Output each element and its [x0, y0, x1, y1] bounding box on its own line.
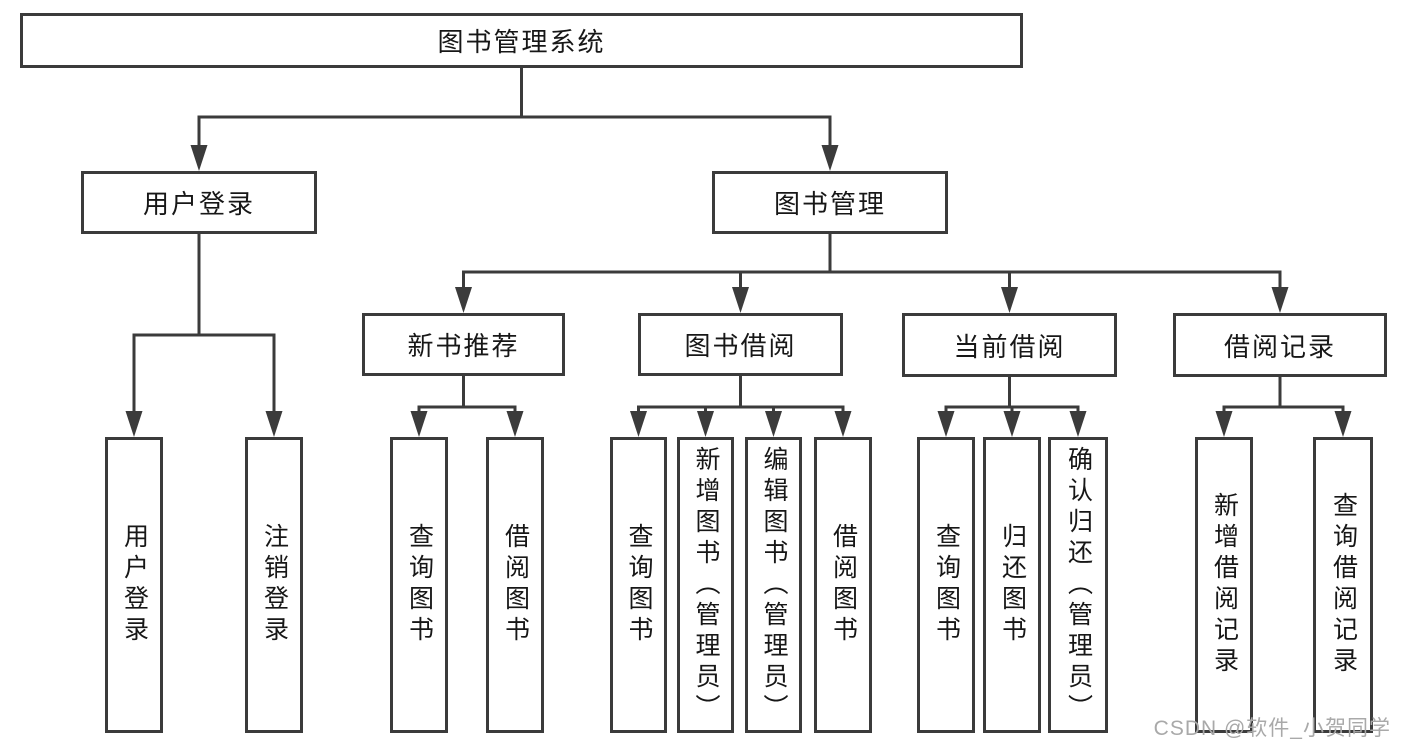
node-leaf-confirm-return: 确认归还（管理员）	[1048, 437, 1108, 733]
node-label: 查询图书	[405, 523, 434, 647]
node-label: 借阅图书	[829, 523, 858, 647]
node-label: 查询图书	[932, 523, 961, 647]
node-leaf-search-book-3: 查询图书	[917, 437, 975, 733]
arrowhead-down-icon	[1271, 287, 1289, 313]
node-label: 确认归还（管理员）	[1064, 445, 1093, 725]
node-label: 图书借阅	[684, 331, 797, 361]
node-leaf-add-record: 新增借阅记录	[1195, 437, 1253, 733]
node-leaf-search-book-1: 查询图书	[390, 437, 448, 733]
node-system-root: 图书管理系统	[20, 13, 1023, 68]
node-leaf-user-login: 用户登录	[105, 437, 163, 733]
node-leaf-logout: 注销登录	[245, 437, 303, 733]
arrowhead-down-icon	[937, 411, 955, 437]
arrowhead-down-icon	[1069, 411, 1087, 437]
node-leaf-edit-book: 编辑图书（管理员）	[745, 437, 802, 733]
edge-current-borrow	[937, 377, 1087, 437]
node-user-login: 用户登录	[81, 171, 317, 234]
arrowhead-down-icon	[732, 287, 749, 313]
node-leaf-search-record: 查询借阅记录	[1313, 437, 1373, 733]
node-leaf-search-book-2: 查询图书	[610, 437, 667, 733]
node-label: 当前借阅	[953, 331, 1066, 362]
arrowhead-down-icon	[765, 411, 782, 437]
node-borrow-records: 借阅记录	[1173, 313, 1387, 377]
node-leaf-return-book: 归还图书	[983, 437, 1041, 733]
node-leaf-borrow-book-2: 借阅图书	[814, 437, 872, 733]
node-label: 新增借阅记录	[1210, 492, 1239, 678]
node-book-borrow: 图书借阅	[638, 313, 843, 376]
node-label: 图书管理	[773, 189, 886, 219]
edge-system-root	[190, 68, 839, 171]
node-label: 查询图书	[625, 523, 653, 647]
edge-user-login	[125, 234, 283, 437]
arrowhead-down-icon	[630, 411, 647, 437]
node-label: 注销登录	[260, 523, 289, 647]
watermark: CSDN @软件_小贺同学	[1153, 717, 1391, 740]
node-label: 新增图书（管理员）	[692, 445, 720, 725]
node-label: 用户登录	[120, 523, 149, 647]
arrowhead-down-icon	[265, 411, 283, 437]
arrowhead-down-icon	[410, 411, 428, 437]
arrowhead-down-icon	[1003, 411, 1021, 437]
arrowhead-down-icon	[1215, 411, 1233, 437]
arrowhead-down-icon	[455, 287, 472, 313]
edge-book-borrow	[630, 376, 852, 437]
edge-book-management	[455, 234, 1289, 313]
node-label: 归还图书	[998, 523, 1027, 647]
arrowhead-down-icon	[1334, 411, 1352, 437]
node-current-borrow: 当前借阅	[902, 313, 1117, 377]
arrowhead-down-icon	[697, 411, 714, 437]
arrowhead-down-icon	[821, 145, 839, 171]
arrowhead-down-icon	[1001, 287, 1018, 313]
node-book-management: 图书管理	[712, 171, 948, 234]
edge-new-book-recommend	[410, 376, 524, 437]
arrowhead-down-icon	[190, 145, 208, 171]
node-leaf-add-book: 新增图书（管理员）	[677, 437, 734, 733]
node-label: 图书管理系统	[437, 27, 606, 57]
node-label: 新书推荐	[407, 331, 520, 361]
node-new-book-recommend: 新书推荐	[362, 313, 565, 376]
node-label: 查询借阅记录	[1329, 492, 1358, 678]
arrowhead-down-icon	[506, 411, 524, 437]
edge-borrow-records	[1215, 377, 1352, 437]
arrowhead-down-icon	[125, 411, 143, 437]
arrowhead-down-icon	[834, 411, 852, 437]
node-label: 借阅记录	[1223, 331, 1336, 362]
node-label: 用户登录	[142, 189, 255, 219]
node-label: 借阅图书	[501, 523, 530, 647]
node-leaf-borrow-book-1: 借阅图书	[486, 437, 544, 733]
node-label: 编辑图书（管理员）	[760, 445, 788, 725]
